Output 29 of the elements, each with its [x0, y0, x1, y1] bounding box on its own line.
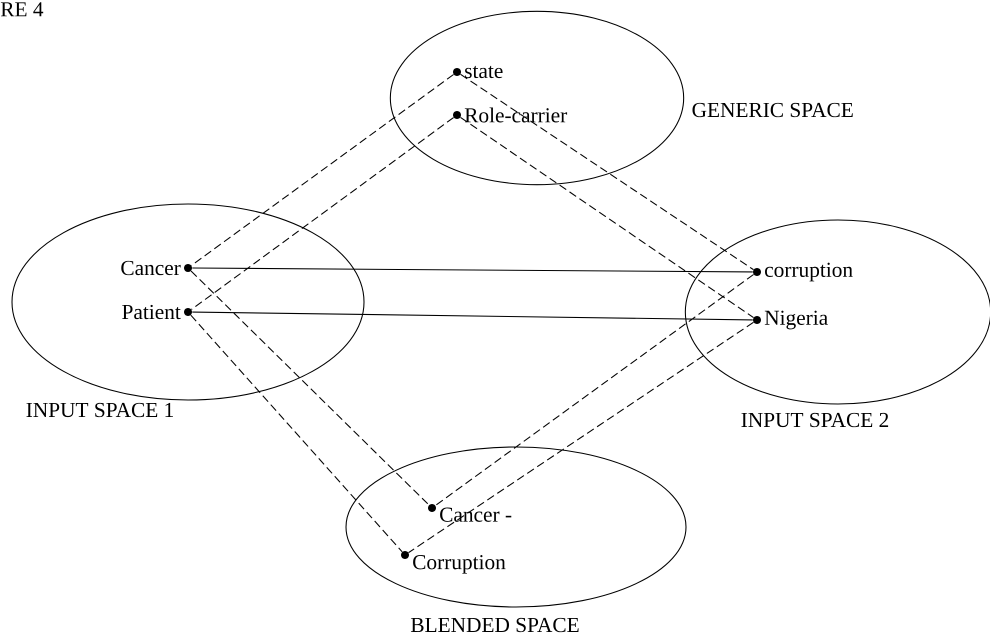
labelled-point: state	[453, 66, 503, 78]
labelled-point: Cancer	[121, 260, 192, 276]
labelled-point: corruption	[753, 262, 853, 282]
labelled-point: Cancer -	[428, 504, 512, 522]
node-label: Corruption	[413, 555, 506, 574]
node-label: INPUT SPACE 1	[26, 402, 173, 418]
connector-line	[190, 314, 403, 552]
figure-number: RE 4	[0, 2, 44, 16]
connector-line	[191, 74, 454, 266]
node-label: BLENDED SPACE	[410, 618, 579, 632]
node-label: Patient	[122, 304, 181, 320]
connector-line	[460, 74, 754, 270]
connector-line	[192, 268, 753, 272]
connector-line	[190, 270, 430, 506]
connector-line	[191, 117, 454, 310]
labelled-point: Role-carrier	[453, 107, 568, 122]
connector-line	[435, 274, 754, 506]
node-label: INPUT SPACE 2	[741, 412, 888, 428]
node-label: GENERIC SPACE	[692, 102, 853, 118]
node-label: Nigeria	[764, 310, 828, 330]
node-label: state	[465, 66, 503, 78]
connector-line	[408, 322, 754, 554]
node-label: Cancer	[121, 260, 181, 276]
node-label: Cancer -	[440, 508, 512, 522]
connector-line	[192, 312, 753, 320]
connector-line	[460, 116, 754, 318]
labelled-point: Patient	[122, 304, 192, 320]
labelled-point: Nigeria	[753, 310, 828, 330]
labelled-point: Corruption	[401, 551, 506, 574]
